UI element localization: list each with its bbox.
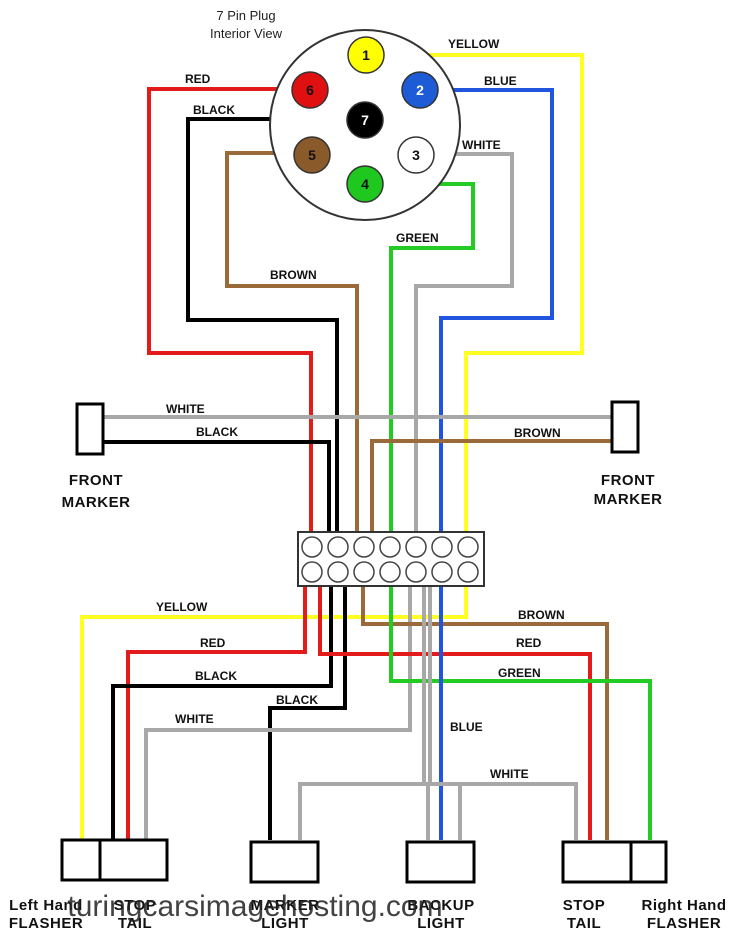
label-red-bottom-left: RED (200, 636, 226, 650)
wire-brown-marker (370, 439, 612, 540)
label-yellow-bottom: YELLOW (156, 600, 208, 614)
wire-brown-plug (225, 151, 359, 540)
wire-green-plug (383, 182, 475, 540)
label-white-marker: WHITE (166, 402, 205, 416)
svg-text:FLASHER: FLASHER (9, 915, 83, 932)
label-black-top: BLACK (193, 103, 235, 117)
marker-light: MARKER LIGHT (249, 840, 320, 932)
pin-1: 1 (347, 36, 385, 74)
svg-text:5: 5 (308, 147, 316, 163)
pin-3: 3 (397, 136, 435, 174)
svg-text:FLASHER: FLASHER (647, 915, 721, 932)
label-red-top: RED (185, 72, 211, 86)
pin-5: 5 (293, 136, 331, 174)
label-white-top: WHITE (462, 138, 501, 152)
svg-text:1: 1 (362, 47, 370, 63)
label-white-bottom-right: WHITE (490, 767, 529, 781)
wire-labels: YELLOW BLUE WHITE RED BLACK GREEN BROWN … (156, 37, 565, 781)
svg-text:LIGHT: LIGHT (261, 915, 309, 932)
svg-text:LIGHT: LIGHT (417, 915, 465, 932)
svg-text:STOP: STOP (563, 897, 606, 914)
svg-text:Right Hand: Right Hand (642, 897, 727, 914)
label-brown-bottom-right: BROWN (518, 608, 565, 622)
label-black-bottom-mid: BLACK (276, 693, 318, 707)
wire-white-lower-left (144, 582, 412, 840)
front-marker-right: FRONT MARKER (594, 400, 663, 508)
label-red-bottom-right: RED (516, 636, 542, 650)
label-yellow-top: YELLOW (448, 37, 500, 51)
svg-text:TAIL: TAIL (118, 915, 152, 932)
svg-text:3: 3 (412, 147, 420, 163)
junction-block (297, 531, 485, 587)
wire-green-lower-right (389, 582, 652, 840)
svg-text:FRONT: FRONT (69, 472, 123, 489)
stop-tail-right: STOP TAIL (561, 840, 633, 932)
front-marker-left: FRONT MARKER (62, 402, 131, 511)
svg-text:MARKER: MARKER (251, 897, 320, 914)
svg-text:MARKER: MARKER (594, 491, 663, 508)
plug-title: 7 Pin Plug (216, 8, 275, 23)
svg-text:FRONT: FRONT (601, 472, 655, 489)
pin-7: 7 (346, 101, 384, 139)
pin-4: 4 (346, 165, 384, 203)
svg-text:4: 4 (361, 176, 369, 192)
svg-text:STOP: STOP (114, 897, 157, 914)
svg-text:TAIL: TAIL (567, 915, 601, 932)
wire-red-lower-right (318, 582, 592, 840)
wire-blue-plug (436, 88, 554, 540)
right-hand-flasher: Right Hand FLASHER (629, 840, 727, 932)
left-hand-flasher: Left Hand FLASHER (9, 838, 102, 932)
label-black-bottom-left: BLACK (195, 669, 237, 683)
svg-text:BACKUP: BACKUP (407, 897, 474, 914)
label-white-bottom-left: WHITE (175, 712, 214, 726)
stop-tail-left: STOP TAIL (98, 838, 169, 932)
plug-subtitle: Interior View (210, 26, 283, 41)
backup-light: BACKUP LIGHT (405, 840, 476, 932)
wire-white-lower-right-a (422, 582, 578, 840)
svg-text:MARKER: MARKER (62, 494, 131, 511)
label-black-marker: BLACK (196, 425, 238, 439)
wire-black-plug (186, 117, 345, 540)
wire-black-lower-mid (268, 582, 347, 840)
pin-2: 2 (401, 71, 439, 109)
label-brown-marker: BROWN (514, 426, 561, 440)
svg-text:Left Hand: Left Hand (9, 897, 83, 914)
wire-white-plug (414, 152, 514, 540)
svg-text:7: 7 (361, 112, 369, 128)
wire-brown-lower-right (361, 582, 609, 840)
seven-pin-plug: 7 Pin Plug Interior View 1 2 3 4 5 6 (210, 8, 461, 221)
wire-white-lower-right-b (298, 582, 432, 840)
wire-yellow-lower (80, 582, 468, 840)
wire-red-lower-left (126, 582, 307, 840)
svg-text:6: 6 (306, 82, 314, 98)
svg-text:2: 2 (416, 82, 424, 98)
watermark-text: turingcarsimagehosting.com (67, 890, 442, 923)
wire-black-marker (103, 440, 331, 540)
label-green-top: GREEN (396, 231, 439, 245)
wire-black-lower-left (111, 582, 333, 840)
pin-6: 6 (291, 71, 329, 109)
label-blue-top: BLUE (484, 74, 517, 88)
label-blue-bottom: BLUE (450, 720, 483, 734)
label-green-bottom-right: GREEN (498, 666, 541, 680)
label-brown-top: BROWN (270, 268, 317, 282)
